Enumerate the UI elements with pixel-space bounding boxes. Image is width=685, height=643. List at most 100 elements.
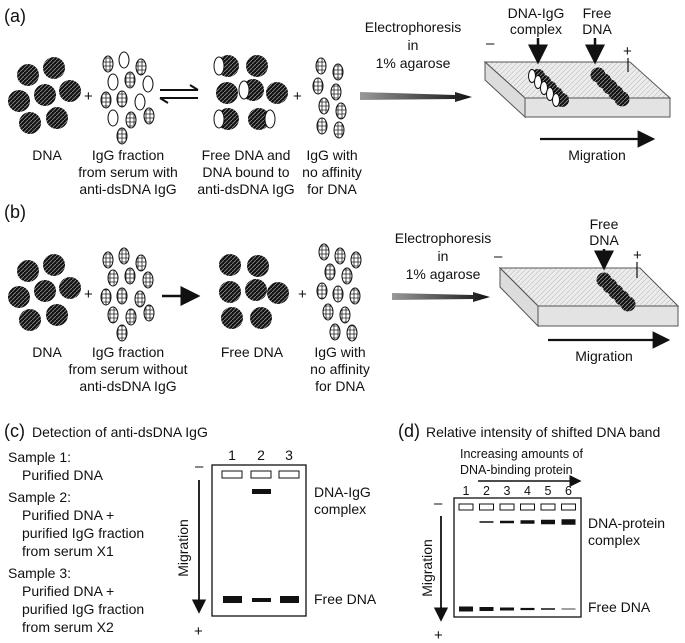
well	[540, 503, 556, 511]
panel-c-label: (c)	[4, 421, 25, 441]
well	[221, 470, 243, 479]
well	[499, 503, 515, 511]
positive-pole-label: +	[633, 247, 642, 264]
free-dna-band	[590, 67, 630, 107]
dna-igg-complex-band	[528, 69, 569, 107]
plus-sign: +	[84, 88, 93, 105]
igg-without-label-line2: from serum without	[68, 361, 187, 377]
gel-slab-3d	[483, 60, 672, 119]
complex-label-line2: complex	[588, 532, 640, 548]
free-dna-cluster-icon	[219, 254, 289, 329]
gel-slab-3d	[498, 266, 680, 328]
well	[479, 503, 494, 511]
equilibrium-arrows-icon	[159, 84, 199, 104]
igg-no-affinity-cluster-icon	[312, 57, 347, 139]
lane-label: 5	[545, 484, 552, 498]
panel-d-title: Relative intensity of shifted DNA band	[426, 424, 660, 440]
well	[561, 503, 576, 511]
panel-a: (a) DNA + IgG fr	[4, 5, 672, 197]
free-band	[541, 608, 555, 610]
negative-pole-label: –	[486, 35, 495, 52]
complex-band	[479, 521, 494, 523]
lane-label: 1	[463, 484, 470, 498]
bound-label-line1: Free DNA and	[202, 147, 291, 163]
electrophoresis-label-line3: 1% agarose	[376, 55, 451, 71]
positive-pole-label: +	[623, 43, 632, 60]
igg-with-label-line3: anti-dsDNA IgG	[79, 181, 176, 197]
complex-band-lane2	[252, 489, 271, 494]
sample2-line1: Purified DNA +	[22, 507, 114, 523]
migration-label: Migration	[575, 348, 633, 364]
free-band	[520, 607, 535, 611]
free-dna-label-line1: Free	[583, 5, 612, 21]
free-band	[561, 608, 576, 610]
electrophoresis-label-line1: Electrophoresis	[395, 230, 492, 246]
sample1-line1: Purified DNA	[22, 467, 104, 483]
migration-label: Migration	[568, 147, 626, 163]
no-affinity-label-line1: IgG with	[314, 344, 365, 360]
complex-band	[561, 519, 576, 525]
complex-label-line1: DNA-protein	[588, 515, 665, 531]
igg-mixed-cluster-icon	[100, 51, 155, 145]
plus-sign: +	[84, 286, 93, 303]
bound-label-line2: DNA bound to	[202, 164, 289, 180]
wells	[458, 503, 576, 511]
complex-band	[541, 519, 555, 525]
lane-label: 4	[524, 484, 531, 498]
sample3-line2: purified IgG fraction	[22, 601, 144, 617]
no-affinity-label-line2: no affinity	[302, 164, 362, 180]
gel-box	[453, 497, 582, 618]
sample3-line3: from serum X2	[22, 619, 114, 635]
free-dna-band	[596, 272, 636, 312]
plus-sign: +	[293, 88, 302, 105]
complex-label-line1: DNA-IgG	[314, 484, 371, 500]
igg-no-affinity-cluster-icon	[316, 243, 362, 342]
panel-b: (b) DNA + IgG fraction	[4, 202, 680, 394]
lane-label: 2	[483, 484, 490, 498]
gel-box	[211, 464, 307, 617]
no-affinity-label-line3: for DNA	[315, 378, 365, 394]
negative-pole-label: –	[434, 495, 443, 512]
lane-label: 6	[565, 484, 572, 498]
complex-band	[500, 520, 514, 524]
negative-pole-label: –	[494, 248, 503, 265]
igg-cluster-icon	[100, 247, 155, 342]
panel-b-label: (b)	[4, 202, 26, 222]
lane-label: 3	[285, 447, 293, 463]
sample3-line1: Purified DNA +	[22, 583, 114, 599]
igg-without-label-line3: anti-dsDNA IgG	[79, 378, 176, 394]
igg-with-label-line2: from serum with	[78, 164, 178, 180]
free-dna-label: Free DNA	[588, 599, 651, 615]
complex-label-line2: complex	[510, 21, 562, 37]
free-band-lane2	[252, 598, 271, 602]
dna-bound-cluster-icon	[213, 55, 288, 130]
well	[458, 503, 474, 511]
migration-label: Migration	[419, 539, 435, 597]
sample2-line2: purified IgG fraction	[22, 525, 144, 541]
sample3-title: Sample 3:	[8, 565, 71, 581]
free-band	[479, 607, 494, 611]
process-arrow-icon	[360, 92, 472, 102]
well	[250, 470, 272, 479]
panel-a-label: (a)	[4, 6, 26, 26]
free-band	[500, 607, 514, 611]
panel-c: (c) Detection of anti-dsDNA IgG Sample 1…	[4, 421, 377, 640]
lane-label: 1	[228, 447, 236, 463]
free-dna-label: Free DNA	[221, 344, 284, 360]
free-band	[459, 606, 473, 612]
bound-label-line3: anti-dsDNA IgG	[197, 181, 294, 197]
sample2-line3: from serum X1	[22, 543, 114, 559]
free-band-lane1	[223, 596, 242, 603]
positive-pole-label: +	[194, 623, 203, 640]
process-arrow-icon	[392, 292, 490, 302]
well	[520, 503, 535, 511]
plus-sign: +	[298, 286, 307, 303]
no-affinity-label-line2: no affinity	[310, 361, 370, 377]
panel-d-label: (d)	[398, 421, 420, 441]
electrophoresis-label-line1: Electrophoresis	[365, 19, 462, 35]
free-dna-label: Free DNA	[314, 591, 377, 607]
complex-label-line2: complex	[314, 501, 366, 517]
lane-label: 2	[257, 447, 265, 463]
